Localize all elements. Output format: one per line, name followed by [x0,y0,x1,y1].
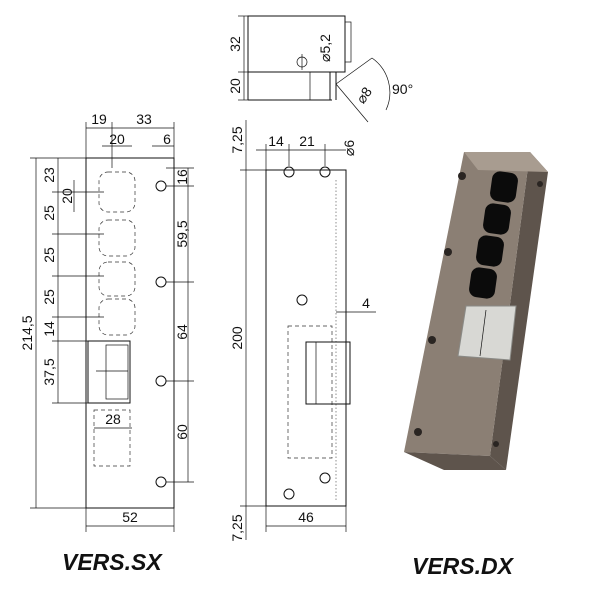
angle-arc [371,57,391,111]
angle-ray-lower [335,83,369,123]
left-view-h-total: 214,5 [19,315,35,350]
top-view: 32 20 ⌀5,2 ⌀8 90° [227,15,413,123]
photo-hole-4 [414,428,422,436]
left-view-h-latch: 37,5 [41,358,57,385]
photo-slot-1 [490,171,518,203]
left-view-plate [85,157,175,509]
photo-slot-2 [483,203,511,235]
middle-view-base-w: 46 [298,509,314,525]
left-screw-hole-4 [155,476,167,488]
left-screw-hole-2 [155,276,167,288]
photo-slot-3 [476,235,504,267]
left-view-base-w: 52 [122,509,138,525]
left-view-h-pitch-1: 25 [41,205,57,221]
latch-inner [105,344,129,400]
slot-4 [98,298,136,336]
middle-view-w-a: 14 [268,133,284,149]
photo-slot-4 [469,267,497,299]
photo-bottom-face [404,452,506,470]
photo-top-face [464,152,548,172]
mid-screw-hole-3 [283,488,295,500]
angle-ray-upper [335,57,373,85]
top-view-h-body: 32 [227,36,243,52]
photo-latch-edge [479,309,487,357]
middle-view-hidden-box [287,325,333,459]
middle-view: 14 21 ⌀6 7,25 200 7,25 4 46 [229,120,376,542]
left-view-r-top: 16 [174,169,190,185]
photo-hole-5 [537,181,543,187]
left-screw-hole-1 [155,180,167,192]
left-view-w-left: 19 [91,111,107,127]
left-view-r-s3: 60 [174,424,190,440]
middle-view-top-margin: 7,25 [229,126,245,153]
middle-view-w-b: 21 [299,133,315,149]
top-view-angle: 90° [392,81,413,97]
photo-hole-3 [428,336,436,344]
photo-side-face [490,152,548,470]
left-view-h-top: 23 [41,167,57,183]
mid-screw-hole-1 [283,166,295,178]
photo-hole-6 [493,441,499,447]
right-version-label: VERS.DX [412,553,515,579]
photo-hole-1 [458,172,466,180]
middle-view-hole-dia: ⌀6 [341,140,357,156]
photo-hole-2 [444,248,452,256]
latch-hidden-box [93,409,131,467]
mid-screw-hole-2 [319,166,331,178]
left-view-latch-w: 28 [105,411,121,427]
middle-view-depth: 4 [362,295,370,311]
left-view-h-pitch-2: 25 [41,247,57,263]
middle-view-height: 200 [229,326,245,350]
mid-center-hole-1 [296,294,308,306]
left-view-w-right: 33 [136,111,152,127]
slot-2 [98,219,136,257]
slot-1 [98,171,136,213]
left-view-r-s1: 59,5 [174,220,190,247]
middle-view-bottom-margin: 7,25 [229,514,245,541]
mid-center-hole-2 [319,472,331,484]
left-view-r-s2: 64 [174,324,190,340]
slot-3 [98,261,136,297]
top-view-h-base: 20 [227,78,243,94]
left-view-h-slot: 20 [59,188,75,204]
top-view-pin-dia: ⌀8 [353,84,376,107]
left-view-h-mid: 14 [41,321,57,337]
left-view-h-pitch-3: 25 [41,289,57,305]
top-view-hole-dia: ⌀5,2 [317,34,333,62]
photo-latch [457,305,517,361]
left-view-w-edge: 6 [163,131,171,147]
left-version-label: VERS.SX [62,549,163,575]
top-view-flange [344,21,352,63]
left-view: 19 33 20 6 214,5 23 20 25 25 25 14 37,5 … [19,111,194,532]
left-screw-hole-3 [155,375,167,387]
left-view-w-top: 20 [109,131,125,147]
product-photo [404,152,548,470]
latch-body [87,340,131,404]
middle-view-latch [305,341,351,405]
middle-view-plate [265,169,347,507]
